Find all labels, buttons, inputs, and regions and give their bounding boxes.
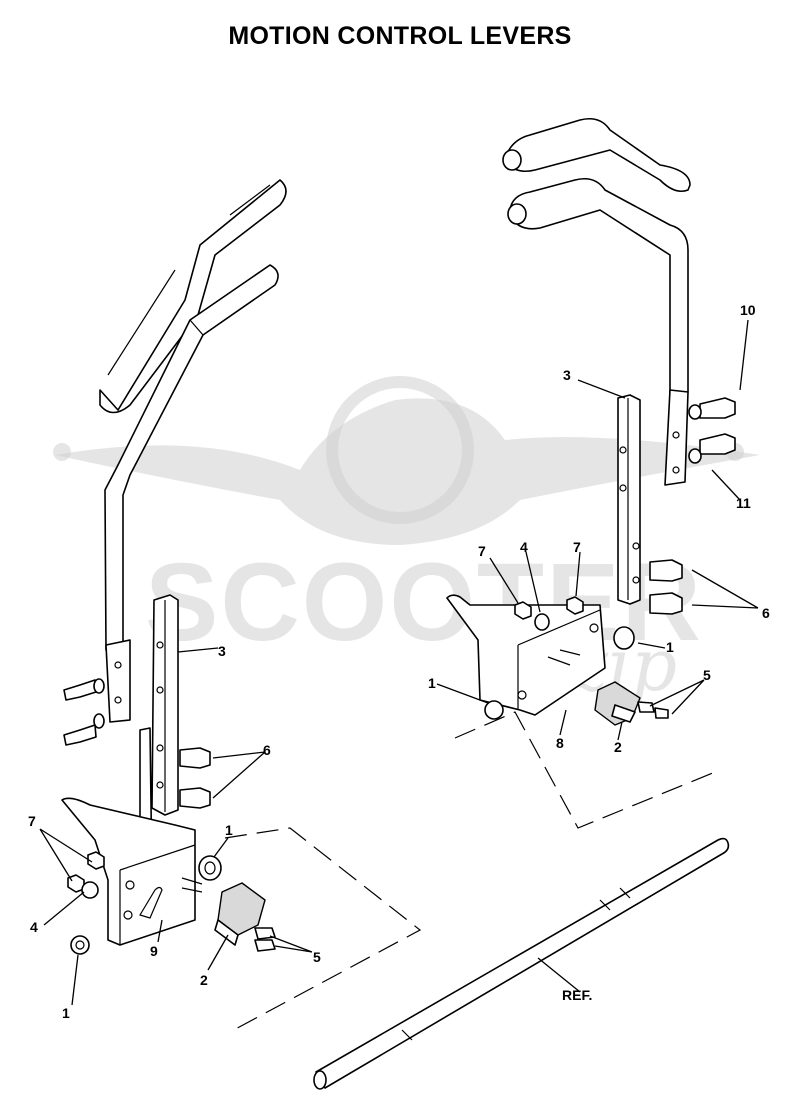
right-handle-assembly [446,117,736,726]
callout-right-7b: 7 [573,539,581,555]
leader-lines [39,319,759,1006]
left-handle-assembly [61,179,287,955]
ref-shaft [313,837,730,1090]
right-ref-outline [454,711,721,829]
callout-ref: REF. [562,987,592,1003]
callout-right-2: 2 [614,739,622,755]
callout-left-2: 2 [200,972,208,988]
callout-left-1a: 1 [225,822,233,838]
page-title: MOTION CONTROL LEVERS [228,22,572,50]
watermark-brand: SCOOTER [145,541,703,664]
callout-left-6: 6 [263,742,271,758]
callout-left-7: 7 [28,813,36,829]
callout-right-1a: 1 [428,675,436,691]
callout-left-4: 4 [30,919,38,935]
callout-right-3: 3 [563,367,571,383]
callout-right-6: 6 [762,605,770,621]
callout-right-4: 4 [520,539,528,555]
callout-right-10: 10 [740,302,756,318]
callout-right-5: 5 [703,667,711,683]
left-ref-outline [224,827,422,1033]
callout-right-11: 11 [736,495,751,511]
callout-left-1b: 1 [62,1005,70,1021]
callout-left-3: 3 [218,643,226,659]
callout-right-7a: 7 [478,543,486,559]
callout-right-8: 8 [556,735,564,751]
watermark-logo [53,376,760,545]
callout-left-9: 9 [150,943,158,959]
callout-right-1b: 1 [666,639,674,655]
callout-left-5: 5 [313,949,321,965]
